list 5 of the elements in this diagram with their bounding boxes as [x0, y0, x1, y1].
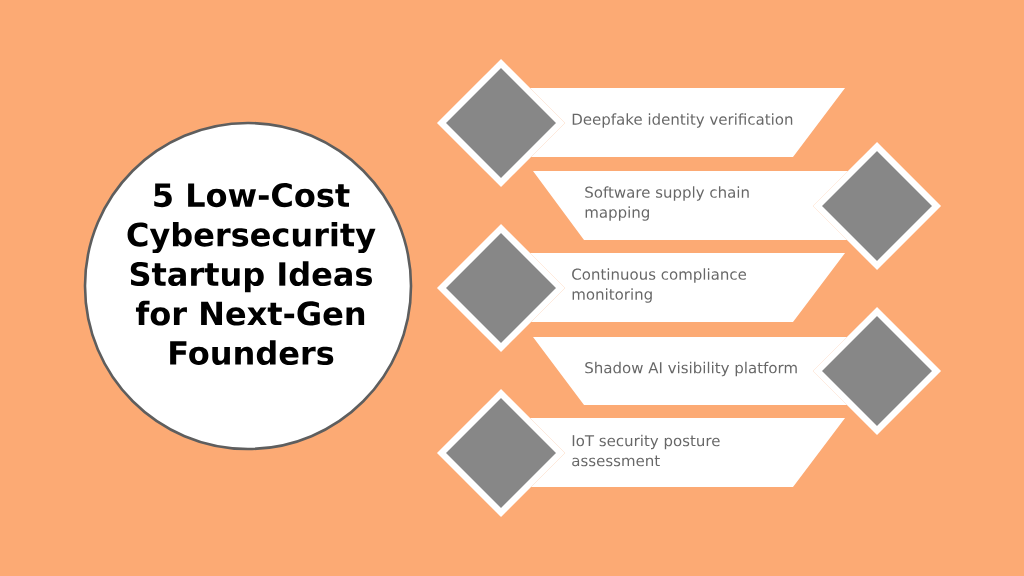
- banner: Shadow AI visibility platform: [533, 337, 847, 405]
- banner: Software supply chain mapping: [533, 171, 848, 240]
- banner: IoT security posture assessment: [530, 418, 845, 487]
- banner: Continuous compliance monitoring: [530, 253, 845, 322]
- banner: Deepfake identity verification: [530, 88, 845, 157]
